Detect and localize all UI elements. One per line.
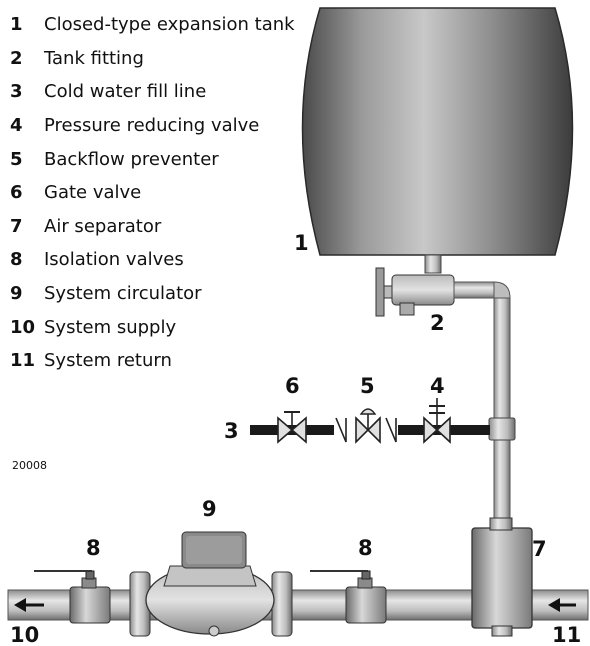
legend-number: 4 — [10, 115, 23, 137]
legend-number: 5 — [10, 148, 23, 170]
callout-backflow: 5 — [360, 374, 375, 398]
legend: 1 Closed-type expansion tank 2 Tank fitt… — [10, 8, 295, 378]
pressure-reducing-valve — [423, 398, 451, 444]
legend-number: 3 — [10, 81, 23, 103]
expansion-line — [453, 281, 516, 531]
legend-number: 11 — [10, 350, 36, 372]
legend-number: 7 — [10, 215, 23, 237]
callout-isolation-left: 8 — [86, 536, 101, 560]
legend-label: Pressure reducing valve — [44, 115, 260, 137]
system-circulator — [129, 531, 293, 637]
isolation-valve-right — [310, 570, 387, 624]
legend-label: Air separator — [44, 215, 162, 237]
legend-item-9: 9 System circulator — [10, 277, 295, 311]
legend-label: System supply — [44, 316, 177, 338]
legend-item-4: 4 Pressure reducing valve — [10, 109, 295, 143]
legend-item-2: 2 Tank fitting — [10, 42, 295, 76]
callout-return: 11 — [552, 623, 581, 646]
legend-item-3: 3 Cold water fill line — [10, 75, 295, 109]
legend-item-10: 10 System supply — [10, 310, 295, 344]
legend-label: Isolation valves — [44, 249, 184, 271]
legend-label: System return — [44, 350, 172, 372]
callout-prv: 4 — [430, 374, 445, 398]
legend-label: Tank fitting — [44, 47, 144, 69]
legend-item-7: 7 Air separator — [10, 210, 295, 244]
callout-supply: 10 — [10, 623, 39, 646]
legend-label: Backflow preventer — [44, 148, 219, 170]
tank-fitting — [375, 267, 455, 317]
callout-gate-valve: 6 — [285, 374, 300, 398]
legend-item-8: 8 Isolation valves — [10, 243, 295, 277]
legend-item-11: 11 System return — [10, 344, 295, 378]
legend-number: 1 — [10, 14, 23, 36]
air-separator — [471, 517, 533, 637]
backflow-preventer — [334, 408, 398, 444]
legend-label: Cold water fill line — [44, 81, 207, 103]
callout-isolation-right: 8 — [358, 536, 373, 560]
legend-number: 2 — [10, 47, 23, 69]
drawing-id: 20008 — [12, 459, 47, 472]
return-arrow-icon — [548, 598, 576, 612]
expansion-tank — [301, 7, 574, 274]
legend-label: Gate valve — [44, 182, 142, 204]
supply-arrow-icon — [14, 598, 44, 612]
isolation-valve-left — [34, 570, 111, 624]
legend-item-1: 1 Closed-type expansion tank — [10, 8, 295, 42]
callout-circulator: 9 — [202, 497, 217, 521]
legend-label: Closed-type expansion tank — [44, 14, 295, 36]
callout-fitting: 2 — [430, 311, 445, 335]
legend-item-5: 5 Backflow preventer — [10, 142, 295, 176]
legend-number: 6 — [10, 182, 23, 204]
callout-fill-line: 3 — [224, 419, 239, 443]
legend-number: 10 — [10, 316, 36, 338]
legend-item-6: 6 Gate valve — [10, 176, 295, 210]
legend-label: System circulator — [44, 283, 202, 305]
gate-valve — [277, 411, 307, 444]
legend-number: 9 — [10, 283, 23, 305]
legend-number: 8 — [10, 249, 23, 271]
callout-tank: 1 — [294, 231, 309, 255]
callout-separator: 7 — [532, 537, 547, 561]
